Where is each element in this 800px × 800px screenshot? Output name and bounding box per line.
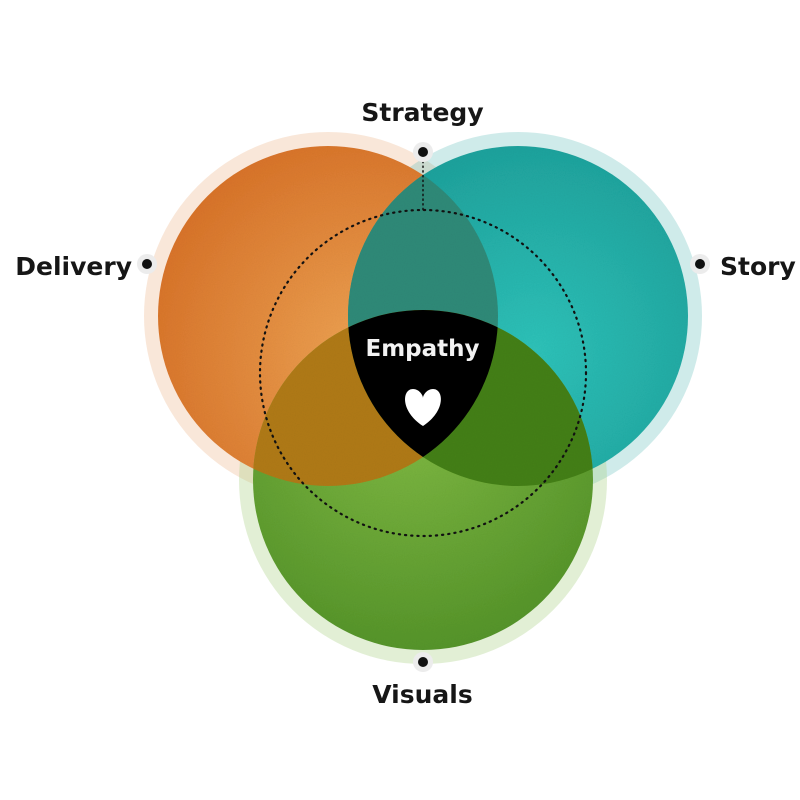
delivery-label: Delivery: [15, 252, 132, 281]
strategy-marker: [413, 142, 433, 162]
strategy-label: Strategy: [361, 98, 484, 127]
story-marker: [690, 254, 710, 274]
empathy-label: Empathy: [365, 336, 480, 362]
delivery-marker: [137, 254, 157, 274]
story-label: Story: [720, 252, 796, 281]
heart-icon: [405, 389, 441, 426]
visuals-label: Visuals: [372, 680, 473, 709]
visuals-marker: [413, 652, 433, 672]
